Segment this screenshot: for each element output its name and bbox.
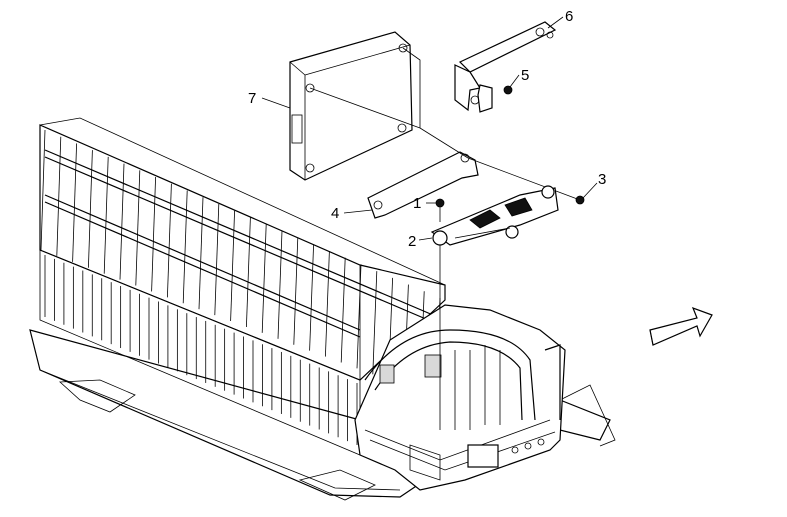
arrow-right-icon	[649, 306, 713, 346]
cell-divider-top	[40, 129, 46, 251]
front-frame-wiring	[354, 304, 566, 491]
cell-divider-top	[372, 271, 378, 375]
upper-bracket	[454, 21, 557, 113]
cell-divider-top	[309, 244, 314, 351]
cell-divider-top	[340, 257, 346, 363]
cell-divider-top	[182, 190, 188, 304]
cell-divider-top	[167, 183, 172, 298]
battery-cells-top	[40, 129, 441, 399]
cell-divider-top	[261, 224, 267, 333]
bus-bar-rails	[44, 149, 441, 338]
callout-4: 4	[331, 205, 339, 222]
control-module	[289, 31, 421, 181]
cell-divider-top	[356, 264, 362, 369]
battery-cell-stack	[39, 117, 446, 456]
callout-labels: 1 2 3 4 5 6 7	[248, 8, 606, 250]
callout-5: 5	[521, 67, 529, 84]
battery-cells-side	[44, 255, 358, 445]
callout-7: 7	[248, 90, 256, 107]
nut-1	[435, 198, 445, 222]
callout-6: 6	[565, 8, 573, 25]
callout-leaders	[261, 16, 598, 241]
callout-1: 1	[413, 195, 421, 212]
nut-5	[503, 85, 513, 95]
cell-divider-top	[198, 197, 204, 310]
cell-divider-top	[246, 217, 251, 327]
cell-divider-top	[325, 250, 330, 357]
callout-2: 2	[408, 233, 416, 250]
callout-3: 3	[598, 171, 606, 188]
cell-divider-top	[293, 237, 299, 345]
cell-divider-top	[277, 230, 283, 339]
cell-divider-top	[214, 203, 220, 316]
lower-bracket	[367, 127, 581, 219]
sensor-bracket-assembly	[430, 185, 559, 246]
nut-3	[575, 195, 585, 205]
cell-divider-top	[230, 210, 235, 322]
